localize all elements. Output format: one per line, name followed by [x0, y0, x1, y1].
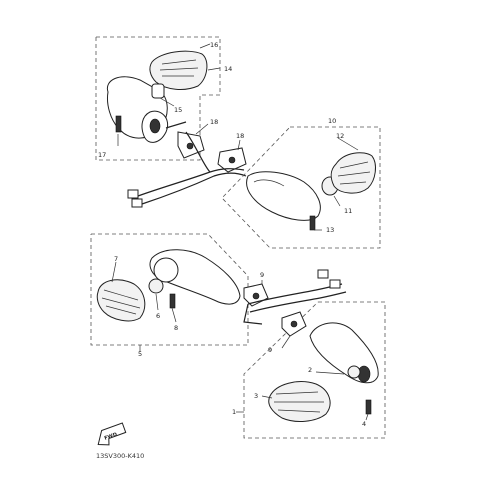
leader-14	[207, 67, 221, 71]
housing-face-5	[153, 257, 179, 283]
callout-17: 17	[98, 151, 106, 159]
callout-14: 14	[224, 65, 232, 73]
lens-ridges-16	[159, 59, 199, 77]
callout-9b: 9	[268, 346, 272, 354]
leader-18b	[237, 139, 241, 151]
gasket-18-center	[217, 139, 247, 173]
stalk-14	[165, 121, 187, 129]
lens-ridges-3	[274, 391, 324, 413]
housing-detail-10	[253, 179, 285, 187]
callout-labels: 16 14 15 18 17 18 10 12 11 13 7 9 6 8 5 …	[98, 41, 366, 428]
lens-7	[96, 279, 146, 322]
dashed-frame-14	[95, 36, 221, 161]
wire-top-2	[141, 172, 247, 205]
lens-ridges-7	[101, 289, 141, 315]
callout-6: 6	[156, 312, 160, 320]
callout-18b: 18	[236, 132, 244, 140]
leader-16	[199, 43, 211, 49]
leader-3	[261, 395, 273, 399]
bulb-15	[151, 83, 165, 99]
callout-15: 15	[174, 106, 182, 114]
fwd-arrow: FWD	[97, 422, 127, 446]
screw-8	[169, 293, 176, 309]
screw-13	[309, 215, 316, 231]
callout-13: 13	[326, 226, 334, 234]
leader-7	[111, 261, 117, 283]
harness-top	[127, 131, 247, 208]
callout-12: 12	[336, 132, 344, 140]
callout-1: 1	[232, 408, 236, 416]
callout-11: 11	[344, 207, 352, 215]
leader-8	[171, 307, 177, 323]
callout-18a: 18	[210, 118, 218, 126]
leader-12	[337, 137, 359, 151]
callout-10: 10	[328, 117, 336, 125]
assembly-14	[95, 36, 221, 161]
callout-3: 3	[254, 392, 258, 400]
gasket-hole-18a	[186, 142, 194, 150]
lens-12	[330, 152, 376, 194]
bulb-socket-14	[149, 118, 161, 134]
harness-middle	[243, 269, 347, 325]
connector-mid-2	[329, 279, 341, 289]
callout-4: 4	[362, 420, 366, 428]
dashed-frame-1	[243, 301, 386, 439]
gasket-18-left	[177, 123, 209, 159]
connector-top-2	[131, 198, 143, 208]
callout-9a: 9	[260, 271, 264, 279]
fwd-label: FWD	[104, 432, 118, 442]
callout-5: 5	[138, 350, 142, 358]
screw-17	[115, 115, 122, 133]
callout-7: 7	[114, 255, 118, 263]
wire-mid-2	[249, 291, 347, 313]
signal-housing-10	[246, 171, 321, 221]
leader-2	[315, 371, 345, 375]
wire-mid-bend	[243, 303, 263, 325]
gasket-hole-9a	[252, 292, 260, 300]
leader-9b	[281, 335, 291, 349]
callout-2: 2	[308, 366, 312, 374]
gasket-hole-18b	[228, 156, 236, 164]
bulb-6	[148, 278, 164, 294]
assembly-5	[90, 233, 249, 352]
lens-3	[268, 381, 331, 422]
callout-16: 16	[210, 41, 218, 49]
dashed-frame-10	[221, 126, 381, 249]
bulb-2	[347, 365, 361, 379]
leader-11	[333, 195, 341, 207]
assembly-1	[236, 301, 386, 439]
leader-4	[365, 413, 369, 421]
callout-8: 8	[174, 324, 178, 332]
lens-ridges-12	[337, 161, 371, 185]
leader-6	[155, 293, 159, 311]
assembly-10	[221, 126, 381, 249]
lens-16	[149, 50, 208, 90]
gasket-hole-9b	[290, 320, 298, 328]
connector-top-1	[127, 189, 139, 199]
leader-15	[159, 97, 175, 107]
fwd-arrow-shape	[97, 422, 127, 446]
wire-top-stalk	[185, 131, 211, 173]
connector-mid-1	[317, 269, 329, 279]
diagram-code: 13SV300-K410	[96, 452, 144, 460]
leader-18a	[195, 123, 209, 135]
screw-4	[365, 399, 372, 415]
